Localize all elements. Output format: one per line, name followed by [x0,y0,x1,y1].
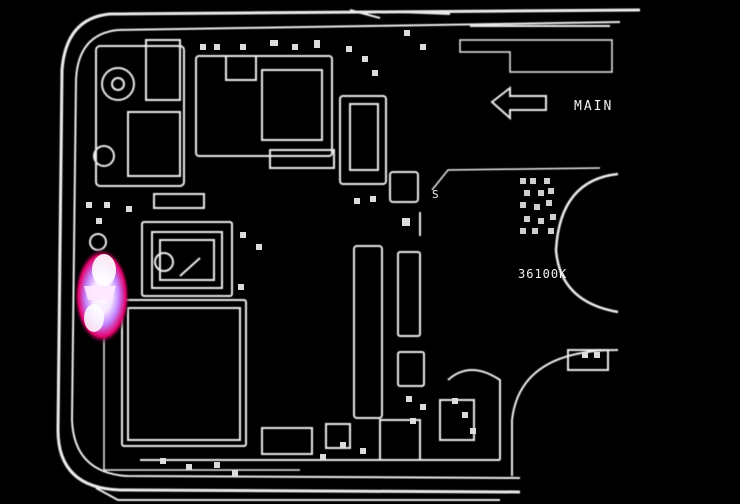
board-label-text: MAIN [574,99,613,114]
part-label-text: 36100K [518,267,567,281]
thermal-hotspot [74,248,130,344]
side-letter-text: S [432,188,439,201]
